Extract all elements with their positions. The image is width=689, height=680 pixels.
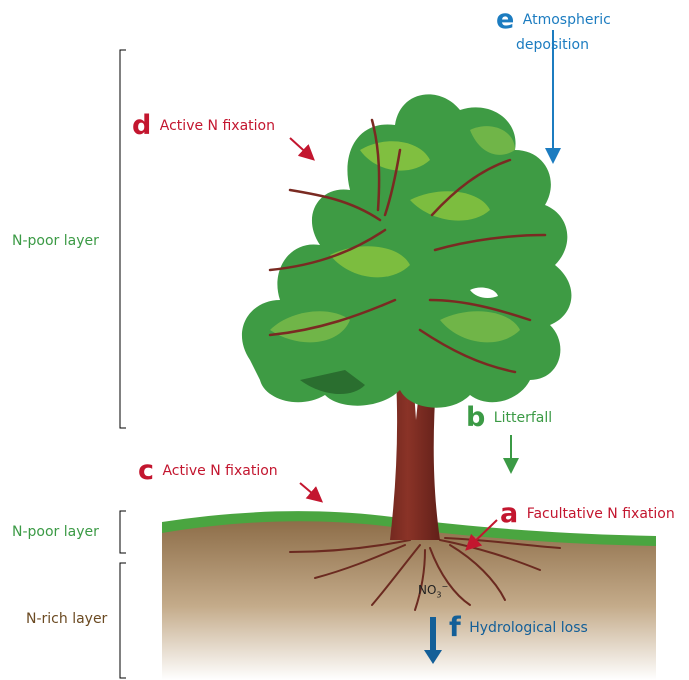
process-e-label-line2: deposition (516, 37, 589, 54)
process-a: a Facultative N fixation (500, 500, 675, 527)
process-b-label: Litterfall (494, 410, 552, 426)
arrow-d (290, 138, 312, 158)
subsoil-layer-label: N-rich layer (26, 611, 107, 628)
process-d-letter: d (132, 110, 151, 141)
arrow-c (300, 483, 320, 500)
process-c: c Active N fixation (138, 457, 278, 484)
process-f: f Hydrological loss (449, 614, 588, 641)
topsoil-layer-label: N-poor layer (12, 524, 99, 541)
process-e-label-line1: Atmospheric (523, 12, 611, 28)
nitrate-label: NO3− (418, 582, 448, 599)
process-d: d Active N fixation (132, 112, 275, 139)
tree-canopy (242, 94, 571, 407)
process-c-label: Active N fixation (162, 463, 277, 479)
process-e: e Atmospheric (496, 6, 611, 33)
canopy-bracket (120, 50, 126, 428)
canopy-layer-label: N-poor layer (12, 233, 99, 250)
process-b-letter: b (466, 402, 485, 433)
process-a-letter: a (500, 498, 518, 529)
process-f-letter: f (449, 612, 461, 643)
layer-brackets (120, 50, 126, 678)
process-b: b Litterfall (466, 404, 552, 431)
process-a-label: Facultative N fixation (527, 506, 675, 522)
subsoil-bracket (120, 563, 126, 678)
process-d-label: Active N fixation (160, 118, 275, 134)
topsoil-bracket (120, 511, 126, 553)
process-c-letter: c (138, 455, 154, 486)
process-f-label: Hydrological loss (469, 620, 588, 636)
process-e-letter: e (496, 4, 514, 35)
